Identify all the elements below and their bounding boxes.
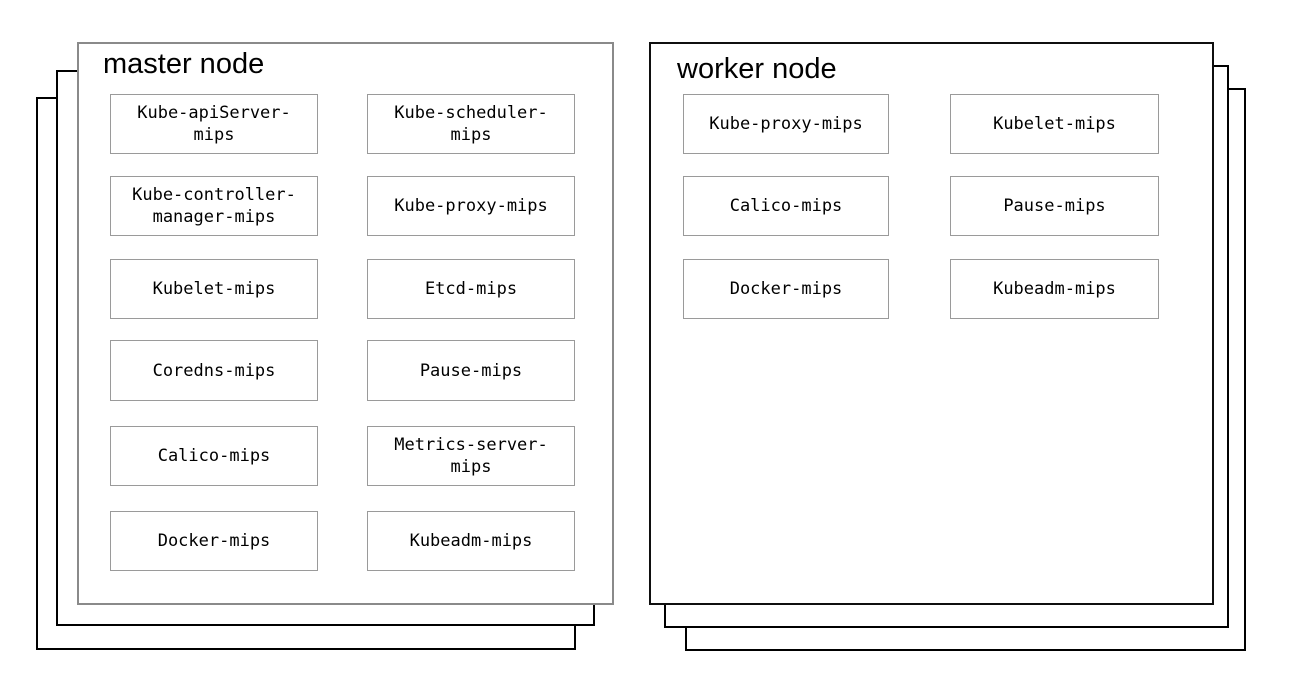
worker-component-pause-mips: Pause-mips	[950, 176, 1159, 236]
master-component-pause-mips: Pause-mips	[367, 340, 575, 401]
master-node-frame: master node Kube-apiServer- mips Kube-co…	[77, 42, 614, 605]
master-component-kube-proxy-mips: Kube-proxy-mips	[367, 176, 575, 236]
master-component-calico-mips: Calico-mips	[110, 426, 318, 486]
master-component-kube-controller-manager-mips: Kube-controller- manager-mips	[110, 176, 318, 236]
worker-component-docker-mips: Docker-mips	[683, 259, 889, 319]
worker-node-title: worker node	[677, 53, 837, 85]
master-component-kubelet-mips: Kubelet-mips	[110, 259, 318, 319]
master-component-etcd-mips: Etcd-mips	[367, 259, 575, 319]
worker-node-frame: worker node Kube-proxy-mips Calico-mips …	[649, 42, 1214, 605]
master-component-kube-scheduler-mips: Kube-scheduler- mips	[367, 94, 575, 154]
worker-component-calico-mips: Calico-mips	[683, 176, 889, 236]
worker-component-kubelet-mips: Kubelet-mips	[950, 94, 1159, 154]
master-component-coredns-mips: Coredns-mips	[110, 340, 318, 401]
worker-component-kubeadm-mips: Kubeadm-mips	[950, 259, 1159, 319]
master-node-title: master node	[103, 48, 265, 80]
master-component-kube-apiserver-mips: Kube-apiServer- mips	[110, 94, 318, 154]
master-component-metrics-server-mips: Metrics-server- mips	[367, 426, 575, 486]
worker-component-kube-proxy-mips: Kube-proxy-mips	[683, 94, 889, 154]
master-component-docker-mips: Docker-mips	[110, 511, 318, 571]
master-component-kubeadm-mips: Kubeadm-mips	[367, 511, 575, 571]
